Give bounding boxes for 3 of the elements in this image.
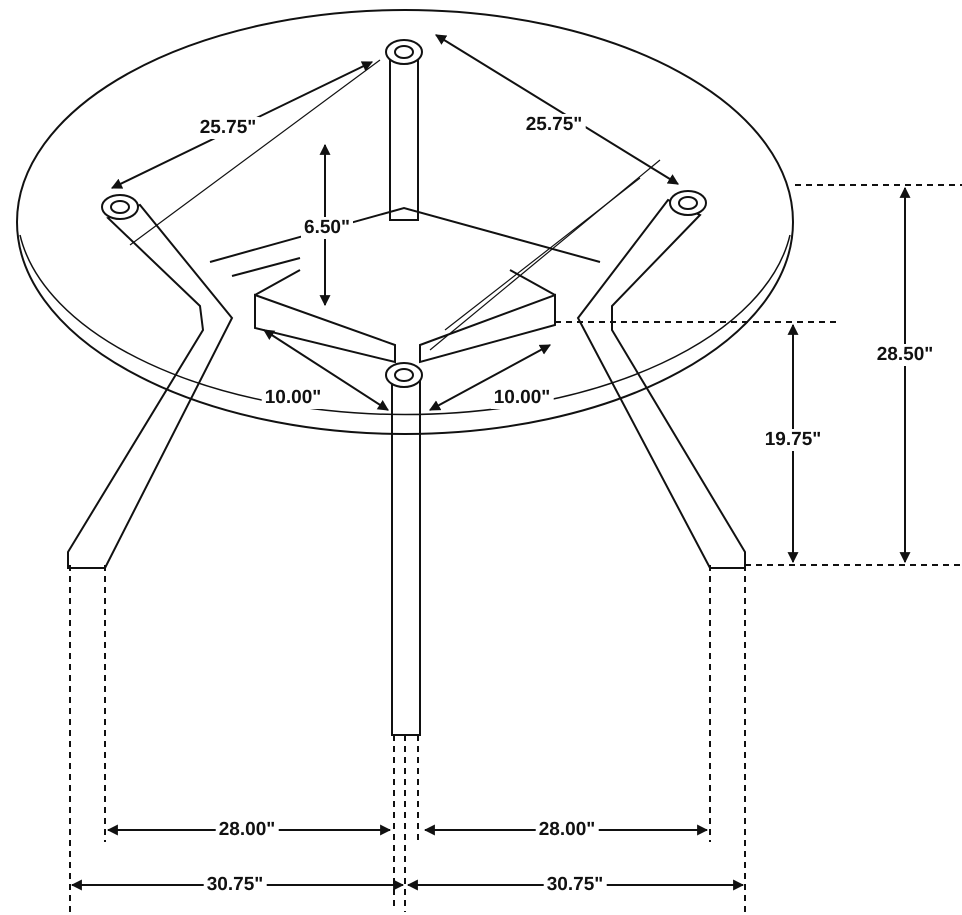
dimension-label: 10.00" <box>262 387 324 409</box>
dimension-label: 6.50" <box>301 217 353 239</box>
dimension-label: 10.00" <box>490 387 554 409</box>
